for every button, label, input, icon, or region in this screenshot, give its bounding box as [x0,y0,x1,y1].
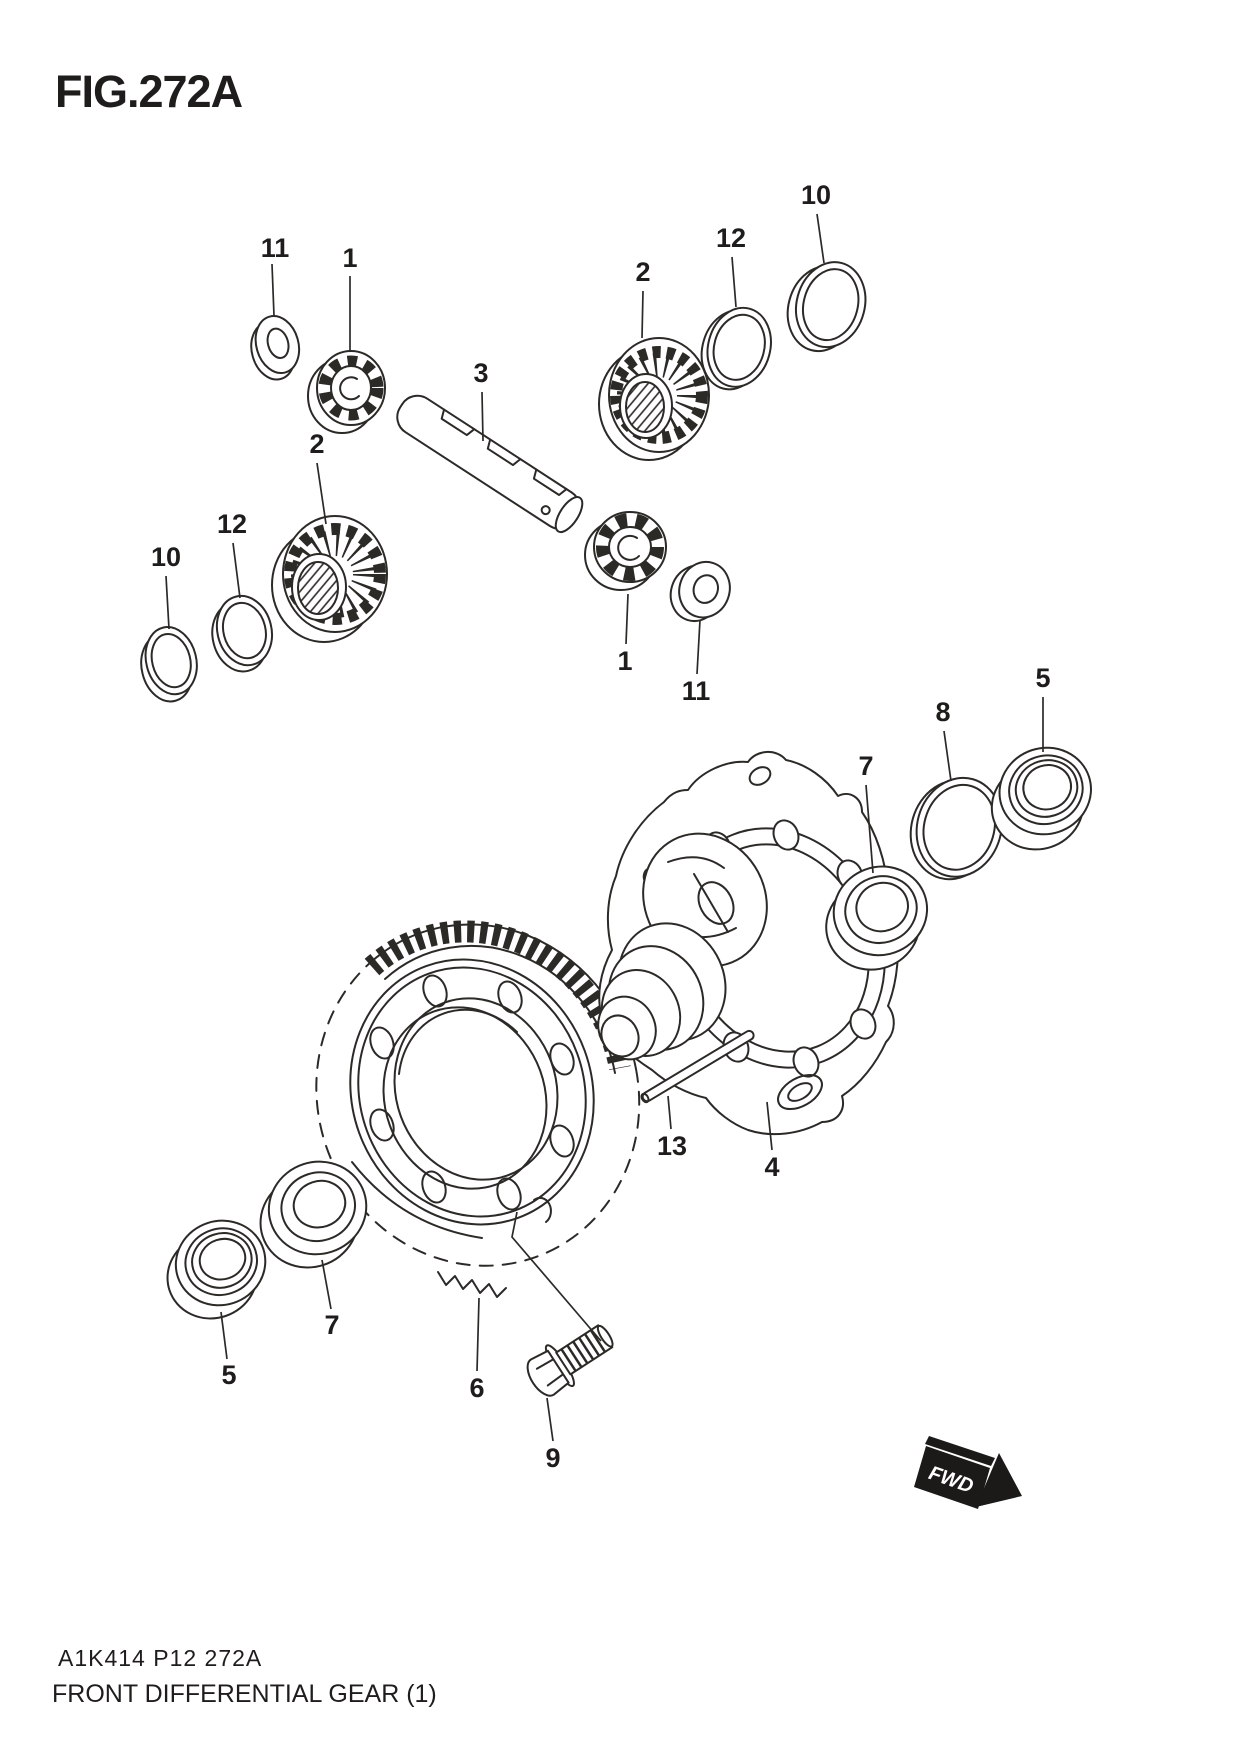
footer-part-code: A1K414 P12 272A [58,1645,263,1671]
bolt-illustration [526,1324,614,1397]
diff-gear-2-left-illustration [271,515,388,643]
callout-5-left: 5 [221,1360,236,1390]
figure-title: FIG.272A [55,66,243,117]
fwd-banner [914,1446,990,1509]
fwd-marker: FWD [914,1436,1022,1509]
callout-6: 6 [469,1373,484,1403]
footer-caption: FRONT DIFFERENTIAL GEAR (1) [52,1680,437,1708]
side-gear-1-top-illustration [307,350,386,434]
circlip-12-top-illustration [700,306,772,391]
ring-10-left-illustration [140,626,198,703]
callout-8: 8 [935,697,950,727]
ring-10-top-illustration [786,261,867,353]
callout-7-right: 7 [858,751,873,781]
diff-case-illustration [597,751,900,1136]
seal-5-left-illustration [166,1219,267,1320]
lock-pin-illustration [640,1029,755,1104]
callout-11-mid: 11 [682,676,711,706]
callout-labels: 11 1 3 2 12 10 2 12 10 1 11 7 8 5 4 13 6… [151,180,1051,1473]
seal-5-right-illustration [990,746,1092,851]
circlip-12-left-illustration [211,594,273,673]
washer-11-mid-illustration [669,560,731,622]
callout-2-left: 2 [309,429,324,459]
callout-1-top: 1 [342,243,357,273]
callout-11-top: 11 [261,233,290,263]
bearing-7-left-illustration [259,1160,368,1269]
bearing-7-right-illustration [825,865,929,971]
callout-4: 4 [764,1152,779,1182]
callout-9: 9 [545,1443,560,1473]
leader-lines [165,213,1044,1442]
callout-2-top: 2 [635,257,650,287]
callout-3: 3 [473,358,488,388]
callout-12-top: 12 [716,223,746,253]
callout-1-mid: 1 [617,646,632,676]
callout-10-top: 10 [801,180,831,210]
pinion-shaft-illustration [396,394,584,534]
ring-gear-illustration [315,920,641,1298]
callout-13: 13 [657,1131,687,1161]
callout-7-left: 7 [324,1310,339,1340]
fwd-arrowhead-icon [976,1453,1022,1507]
washer-11-top-illustration [250,315,301,381]
fwd-banner-edge [925,1436,995,1466]
callout-12-left: 12 [217,509,247,539]
shim-8-illustration [909,776,1003,881]
side-gear-1-mid-illustration [584,511,667,591]
diff-gear-2-top-illustration [598,337,710,461]
callout-5-right: 5 [1035,663,1050,693]
callout-10-left: 10 [151,542,181,572]
